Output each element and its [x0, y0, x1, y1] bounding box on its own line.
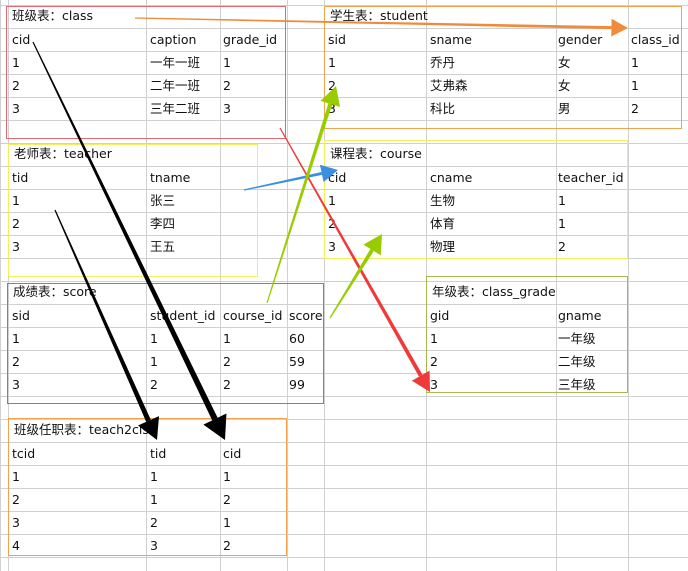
table-title: 老师表：teacher	[14, 146, 112, 161]
table-cell: 1	[12, 469, 20, 484]
column-header: sid	[328, 32, 346, 47]
table-cell: 二年一班	[150, 78, 201, 93]
column-header: tname	[150, 170, 191, 185]
table-cell: 1	[223, 469, 231, 484]
table-cell: 99	[289, 377, 305, 392]
table-cell: 3	[328, 101, 336, 116]
column-header: gid	[430, 308, 450, 323]
table-cell: 1	[150, 354, 158, 369]
table-cell: 张三	[150, 193, 176, 208]
column-header: course_id	[223, 308, 283, 323]
table-cell: 2	[12, 78, 20, 93]
column-header: score	[289, 308, 323, 323]
table-cell: 3	[430, 377, 438, 392]
table-cell: 1	[12, 55, 20, 70]
table-cell: 王五	[150, 239, 176, 254]
table-cell: 男	[558, 101, 571, 116]
table-cell: 2	[150, 377, 158, 392]
table-cell: 1	[12, 193, 20, 208]
table-cell: 1	[223, 515, 231, 530]
table-cell: 59	[289, 354, 305, 369]
table-cell: 体育	[430, 216, 456, 231]
column-header: class_id	[631, 32, 680, 47]
column-header: cid	[328, 170, 347, 185]
table-cell: 2	[328, 216, 336, 231]
table-cell: 一年级	[558, 331, 596, 346]
table-cell: 1	[558, 216, 566, 231]
column-header: sname	[430, 32, 472, 47]
table-cell: 2	[328, 78, 336, 93]
table-cell: 2	[150, 515, 158, 530]
table-title: 班级表：class	[12, 8, 94, 23]
column-header: tid	[12, 170, 29, 185]
table-cell: 2	[223, 354, 231, 369]
table-cell: 女	[558, 55, 571, 70]
table-cell: 三年二班	[150, 101, 201, 116]
column-header: gname	[558, 308, 602, 323]
table-cell: 3	[12, 239, 20, 254]
table-cell: 2	[223, 538, 231, 553]
table-cell: 2	[430, 354, 438, 369]
table-cell: 1	[328, 55, 336, 70]
column-header: caption	[150, 32, 197, 47]
table-cell: 2	[12, 492, 20, 507]
table-cell: 生物	[430, 193, 456, 208]
table-cell: 3	[328, 239, 336, 254]
table-title: 年级表：class_grade	[432, 284, 556, 299]
column-header: student_id	[150, 308, 216, 323]
column-header: teacher_id	[558, 170, 624, 185]
column-header: cname	[430, 170, 473, 185]
table-cell: 3	[12, 377, 20, 392]
table-cell: 2	[12, 354, 20, 369]
table-cell: 3	[150, 538, 158, 553]
table-cell: 1	[223, 331, 231, 346]
table-cell: 1	[558, 193, 566, 208]
table-cell: 三年级	[558, 377, 596, 392]
table-cell: 1	[631, 78, 639, 93]
table-cell: 60	[289, 331, 305, 346]
table-cell: 1	[430, 331, 438, 346]
table-cell: 2	[12, 216, 20, 231]
table-cell: 一年一班	[150, 55, 201, 70]
table-cell: 1	[150, 331, 158, 346]
table-title: 学生表：student	[330, 8, 428, 23]
table-cell: 3	[12, 101, 20, 116]
table-cell: 2	[223, 78, 231, 93]
table-title: 课程表：course	[330, 146, 422, 161]
table-cell: 二年级	[558, 354, 596, 369]
table-cell: 物理	[430, 239, 456, 254]
table-cell: 3	[12, 515, 20, 530]
column-header: sid	[12, 308, 30, 323]
table-cell: 女	[558, 78, 571, 93]
table-cell: 1	[12, 331, 20, 346]
column-header: tcid	[12, 446, 36, 461]
table-cell: 1	[223, 55, 231, 70]
table-cell: 4	[12, 538, 20, 553]
table-cell: 2	[223, 377, 231, 392]
column-header: cid	[223, 446, 242, 461]
table-cell: 1	[328, 193, 336, 208]
table-cell: 科比	[430, 101, 456, 116]
table-cell: 3	[223, 101, 231, 116]
table-cell: 2	[223, 492, 231, 507]
table-cell: 2	[558, 239, 566, 254]
table-cell: 1	[631, 55, 639, 70]
table-cell: 艾弗森	[430, 78, 468, 93]
table-cell: 乔丹	[430, 55, 456, 70]
column-header: gender	[558, 32, 603, 47]
table-cell: 李四	[150, 216, 176, 231]
column-header: grade_id	[223, 32, 278, 47]
table-title: 班级任职表：teach2cls	[14, 422, 149, 437]
column-header: cid	[12, 32, 31, 47]
table-title: 成绩表：score	[13, 284, 97, 299]
column-header: tid	[150, 446, 167, 461]
table-cell: 2	[631, 101, 639, 116]
table-cell: 1	[150, 469, 158, 484]
table-cell: 1	[150, 492, 158, 507]
